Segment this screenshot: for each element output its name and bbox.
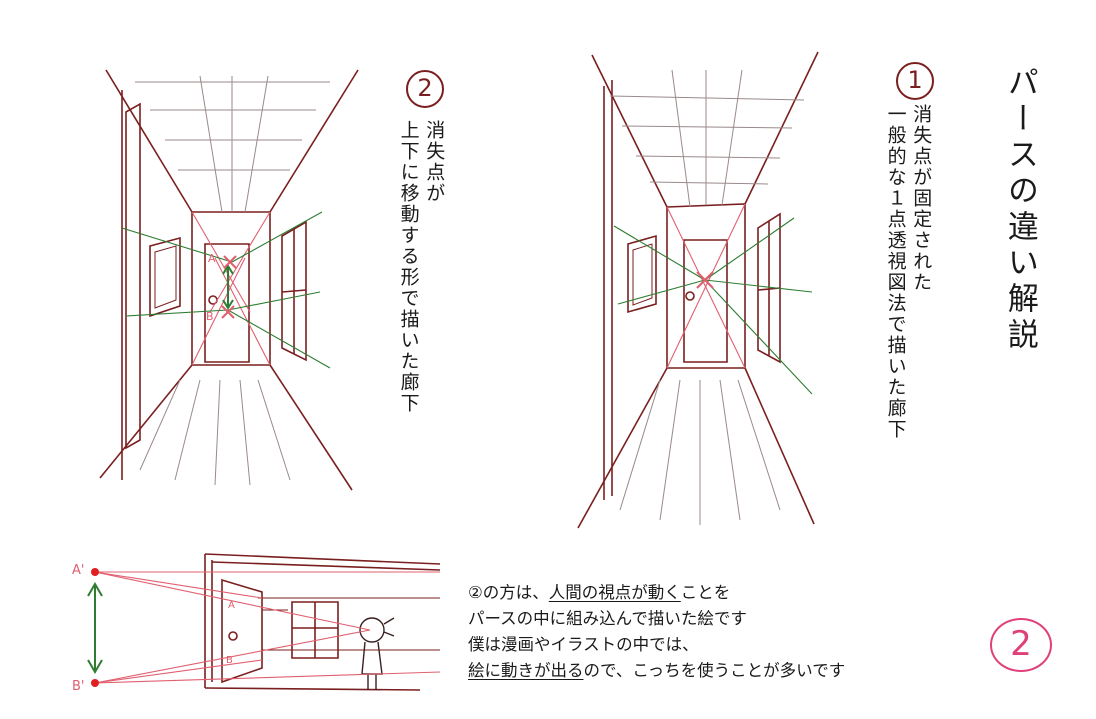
eye-movement-arrow: [87, 582, 103, 674]
explanation-line-3: 僕は漫画やイラストの中では、: [468, 635, 699, 654]
vanishing-point-a-marker: [223, 255, 237, 269]
explanation-text: ②の方は、人間の視点が動くことを パースの中に組み込んで描いた絵です 僕は漫画や…: [468, 580, 845, 684]
panel-2-description: 消失点が 上下に移動する形で描いた廊下: [395, 120, 446, 414]
corridor-2-drawing: [99, 69, 359, 491]
explanation-line-1: ②の方は、人間の視点が動くことを: [468, 580, 845, 606]
page-number-badge: 2: [990, 618, 1052, 672]
door-label-a: A: [228, 600, 235, 611]
label-a: A: [208, 252, 216, 265]
panel-1-line-2: 一般的な１点透視図法で描いた廊下: [884, 104, 907, 440]
panel-2-line-1: 消失点が: [423, 120, 446, 204]
line4-underlined: 絵に動きが出る: [468, 661, 584, 680]
eye-point-b: [91, 679, 99, 687]
side-diagram: [204, 553, 441, 691]
sight-lines: [94, 571, 441, 684]
panel-2-line-2: 上下に移動する形で描いた廊下: [397, 120, 420, 414]
corridor-1-ceiling: [609, 69, 805, 525]
line1-suffix: ことを: [680, 583, 731, 602]
corridor-2-guides: [121, 211, 331, 369]
page-title: パースの違い解説: [1001, 66, 1038, 354]
explanation-line-2: パースの中に組み込んで描いた絵です: [468, 609, 747, 628]
eye-point-a: [91, 568, 99, 576]
corridor-1-drawing: [577, 51, 819, 529]
vanishing-point-marker: [696, 271, 714, 289]
vanishing-point-b-marker: [221, 305, 235, 319]
line4-suffix: ので、こっちを使うことが多いです: [583, 661, 846, 680]
label-b: B: [206, 310, 214, 323]
line1-underlined: 人間の視点が動く: [548, 583, 681, 602]
panel-2-number: 2: [406, 70, 444, 108]
panel-1-line-1: 消失点が固定された: [910, 104, 933, 293]
line1-prefix: ②の方は、: [468, 583, 549, 602]
door-label-b: B: [226, 655, 233, 666]
explanation-line-4: 絵に動きが出るので、こっちを使うことが多いです: [468, 658, 845, 684]
corridor-1-guides: [613, 203, 813, 395]
panel-1-description: 消失点が固定された 一般的な１点透視図法で描いた廊下: [882, 104, 933, 440]
panel-1-number: 1: [896, 62, 934, 100]
corridor-2-ceiling: [135, 75, 330, 486]
eye-label-a: A': [72, 563, 84, 578]
eye-label-b: B': [72, 679, 85, 694]
